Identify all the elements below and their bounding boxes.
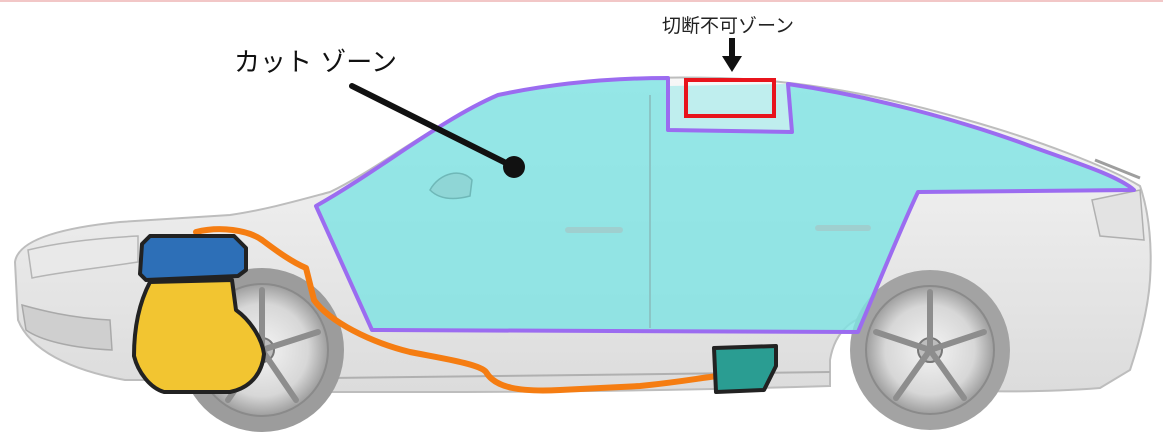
tail-light — [1091, 189, 1145, 241]
headlight — [27, 235, 139, 279]
no-cut-zone-label: 切断不可ゾーン — [662, 15, 795, 37]
no-cut-zone-box — [684, 78, 776, 118]
cut-zone-area — [314, 76, 1136, 334]
high-voltage-cable — [193, 226, 721, 394]
top-rule — [0, 0, 1163, 2]
cut-zone-pointer — [349, 83, 525, 178]
cut-zone-label: カット ゾーン — [234, 48, 397, 78]
rear-spoiler — [1094, 158, 1141, 180]
battery-12v — [138, 234, 248, 282]
front-grille — [21, 303, 113, 351]
down-arrow-icon — [722, 38, 742, 72]
side-mirror — [429, 172, 473, 200]
rear-wheel — [850, 270, 1010, 430]
roof-glass — [668, 84, 792, 132]
engine-motor — [132, 278, 266, 394]
high-voltage-battery — [712, 344, 778, 394]
